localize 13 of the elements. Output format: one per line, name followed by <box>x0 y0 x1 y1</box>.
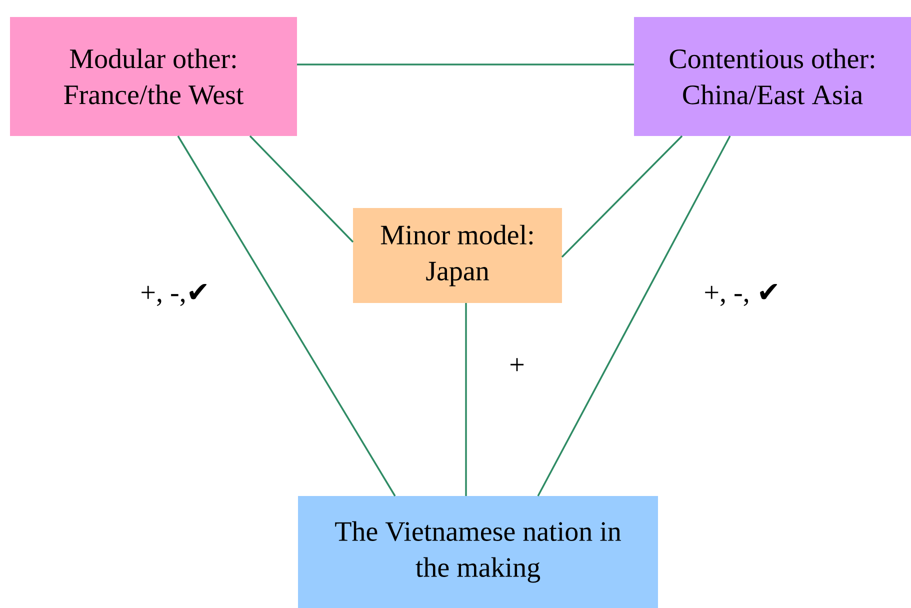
concept-box: Minor model: Japan <box>353 208 562 303</box>
connector-line <box>249 135 354 243</box>
connector-line <box>561 135 683 258</box>
edge-label: +, -,✔ <box>138 282 212 308</box>
connector-line <box>177 136 396 496</box>
concept-box: The Vietnamese nation in the making <box>298 496 658 608</box>
connector-line <box>537 136 731 496</box>
edge-label: + <box>508 356 526 376</box>
concept-box: Contentious other: China/East Asia <box>634 17 911 136</box>
concept-box: Modular other: France/the West <box>10 17 297 136</box>
edge-label: +, -, ✔ <box>702 282 782 308</box>
connector-line <box>465 303 467 496</box>
connector-line <box>297 64 634 66</box>
